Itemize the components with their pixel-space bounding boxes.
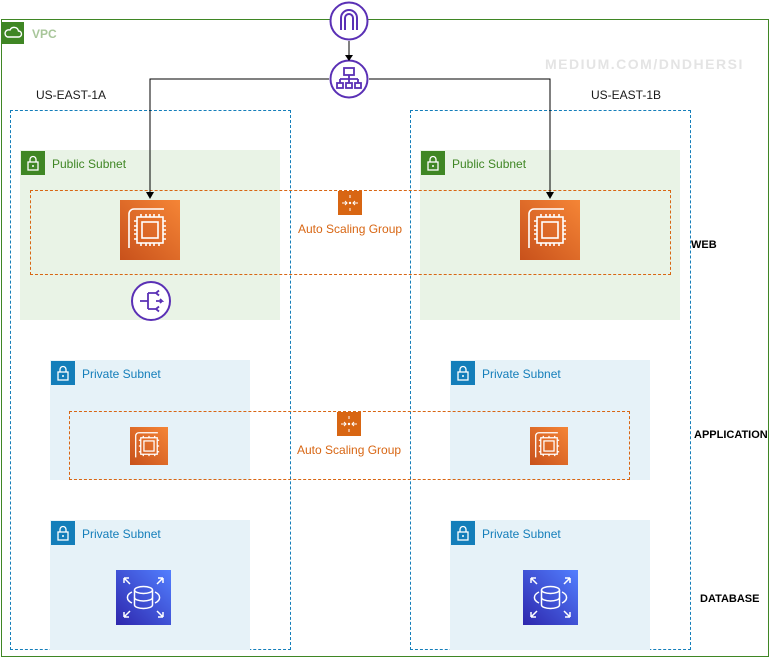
private-app-subnet-b-label: Private Subnet [482,367,561,381]
alb-to-web-a-line [149,78,329,192]
rds-database-icon [523,570,578,625]
internet-gateway-icon [329,1,369,41]
private-db-subnet-b-label: Private Subnet [482,527,561,541]
web-asg-label: Auto Scaling Group [298,222,403,236]
private-app-subnet-a-label: Private Subnet [82,367,161,381]
tier-web-label: WEB [691,239,717,251]
arrowhead-web-b [546,192,554,199]
auto-scaling-icon [337,412,361,436]
vpc-label: VPC [32,27,57,41]
alb-to-web-b-line [369,78,551,192]
zone-b-label: US-EAST-1B [591,88,662,102]
tier-database-label: DATABASE [700,593,760,605]
watermark: MEDIUM.COM/DNDHERSI [545,56,744,72]
ec2-instance-icon [120,200,180,260]
app-asg-label: Auto Scaling Group [297,443,402,457]
vpc-cloud-icon [2,22,24,44]
lock-icon [21,151,45,175]
arrowhead-web-a [146,192,154,199]
auto-scaling-icon [338,191,362,215]
lock-icon [51,361,75,385]
web-auto-scaling-group [30,190,671,275]
tier-application-label: APPLICATION [694,429,768,441]
vpc-boundary [1,19,769,657]
lock-icon [451,361,475,385]
private-db-subnet-a-label: Private Subnet [82,527,161,541]
zone-a-label: US-EAST-1A [36,88,107,102]
lock-icon [451,521,475,545]
arrowhead-alb [345,55,353,61]
app-auto-scaling-group [69,411,630,480]
ec2-instance-icon [530,427,568,465]
lock-icon [421,151,445,175]
ec2-instance-icon [520,200,580,260]
public-subnet-a-label: Public Subnet [52,157,127,171]
rds-database-icon [116,570,171,625]
lock-icon [51,521,75,545]
public-subnet-b-label: Public Subnet [452,157,527,171]
nat-gateway-icon [130,280,172,322]
ec2-instance-icon [130,427,168,465]
